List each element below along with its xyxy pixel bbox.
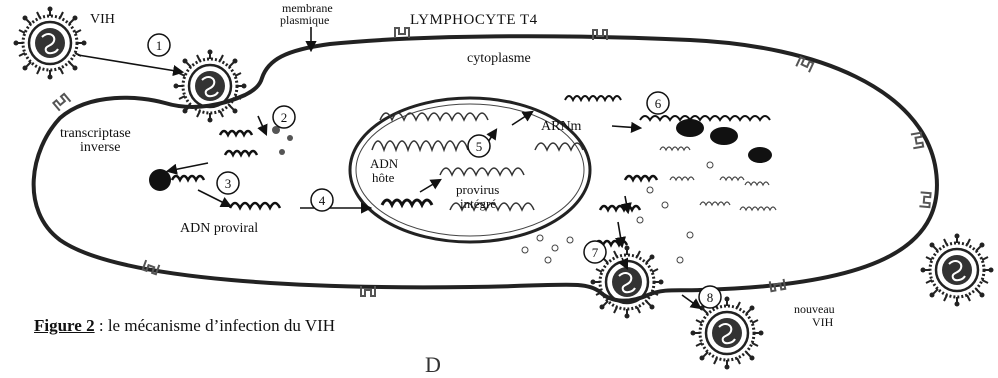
svg-text:8: 8 [707,290,714,305]
reverse-transcriptase [149,169,171,191]
label-reverse-transcriptase-2: inverse [80,140,120,155]
svg-text:7: 7 [592,245,599,260]
step-2: 2 [273,106,295,128]
viral-rna-cytoplasm [595,176,657,245]
virion-new [691,297,764,370]
step-1: 1 [148,34,170,56]
svg-text:1: 1 [156,38,163,53]
label-provirus-1: provirus [456,182,499,197]
figure-caption-text: : le mécanisme d’infection du VIH [95,316,335,335]
viral-rna [172,176,204,180]
label-new-vih-2: VIH [812,315,834,329]
hiv-infection-diagram: 1 2 3 4 5 6 7 8 VIH membrane plasmique L… [0,0,998,370]
step-6: 6 [647,92,669,114]
figure-caption: Figure 2 : le mécanisme d’infection du V… [34,316,335,336]
provirus-dna [382,200,432,205]
svg-text:6: 6 [655,96,662,111]
svg-text:2: 2 [281,110,288,125]
virion-fusing [174,50,247,123]
membrane-receptors [53,28,930,296]
ribosomes [640,116,772,163]
virion-entering [14,7,87,80]
label-host-dna-2: hôte [372,170,395,185]
step-4: 4 [311,189,333,211]
label-new-vih-1: nouveau [794,302,835,316]
footer-partial-text: D [425,352,443,378]
label-vih: VIH [90,12,115,27]
virion-free-right [921,234,994,307]
label-host-dna-1: ADN [370,156,399,171]
step-8: 8 [699,286,721,308]
step-7: 7 [584,241,606,263]
svg-text:4: 4 [319,193,326,208]
label-provirus-2: intégré [460,196,496,211]
step-3: 3 [217,172,239,194]
label-reverse-transcriptase-1: transcriptase [60,126,131,141]
label-mrna: ARNm [541,119,582,134]
label-cytoplasm: cytoplasme [467,51,531,66]
figure-number: Figure 2 [34,316,95,335]
step-5: 5 [468,135,490,157]
label-cell-title: LYMPHOCYTE T4 [410,12,538,28]
label-plasmique: plasmique [280,13,329,27]
svg-text:3: 3 [225,176,232,191]
label-proviral-dna: ADN proviral [180,221,258,236]
svg-text:5: 5 [476,139,483,154]
mrna-strand [565,96,621,100]
cell-membrane [34,36,937,300]
